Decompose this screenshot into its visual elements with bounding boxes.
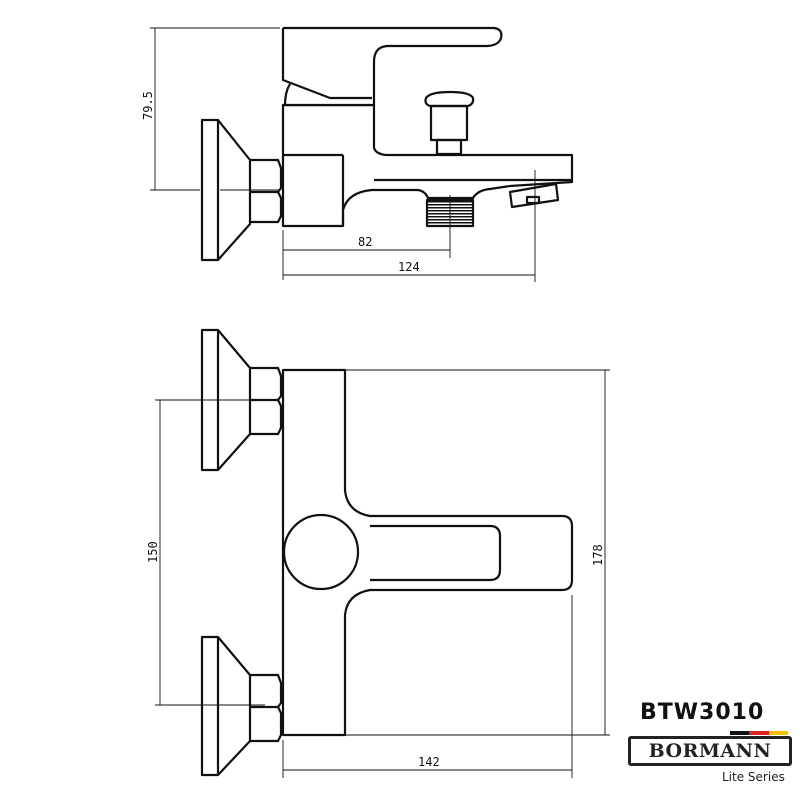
series-label: Lite Series	[722, 770, 785, 784]
dim-124: 124	[398, 260, 420, 274]
flag-stripe	[730, 731, 788, 735]
dim-79-5: 79.5	[141, 91, 155, 120]
dim-178: 178	[591, 544, 605, 566]
wall-flange-side	[200, 118, 283, 262]
brand-logo: BORMANN	[628, 736, 792, 766]
faucet-body-front	[281, 368, 574, 737]
diverter-knob	[424, 90, 475, 156]
aerator	[508, 182, 560, 209]
side-view: 79.5 82 124	[141, 26, 574, 282]
brand-name: BORMANN	[648, 740, 772, 762]
wall-flange-bottom	[200, 635, 283, 777]
faucet-body-side	[281, 26, 574, 228]
dim-142: 142	[418, 755, 440, 769]
dim-150: 150	[146, 541, 160, 563]
front-view: 150 178 142	[146, 328, 610, 778]
dim-82: 82	[358, 235, 372, 249]
model-number: BTW3010	[640, 700, 765, 725]
